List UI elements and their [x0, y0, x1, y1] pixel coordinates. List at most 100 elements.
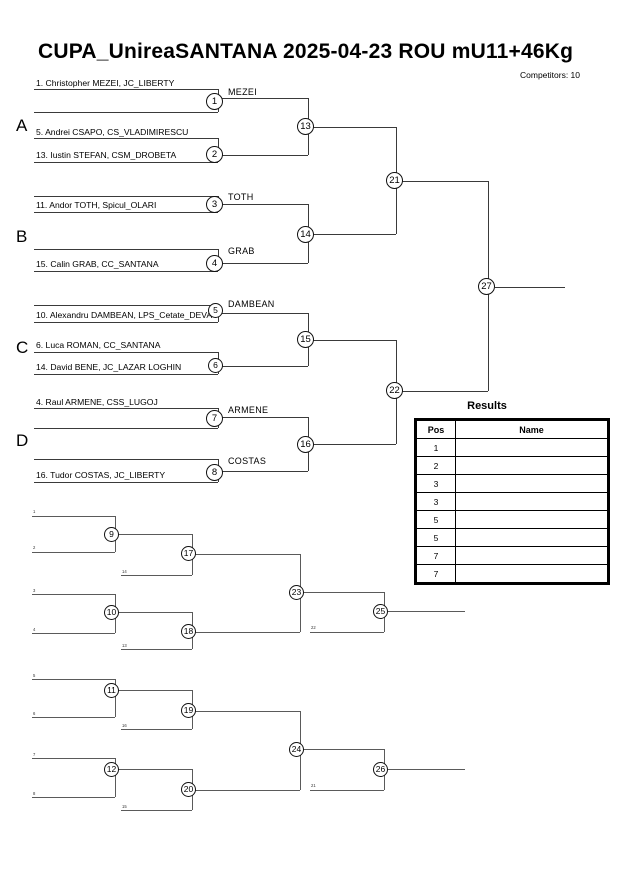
rep-line-12-top: [32, 758, 115, 759]
table-row: 1: [416, 438, 608, 457]
results-name[interactable]: [455, 546, 608, 565]
feed-line-14-bottom: [218, 263, 308, 264]
results-title: Results: [467, 400, 507, 412]
seed-line-c2: [34, 322, 218, 323]
results-name[interactable]: [455, 456, 608, 475]
results-pos: 1: [416, 438, 456, 457]
results-pos: 3: [416, 492, 456, 511]
results-name[interactable]: [455, 564, 608, 583]
winner-label-mezei: MEZEI: [228, 87, 258, 97]
repechage-feed-4: 4: [33, 627, 36, 632]
competitor-14: 14. David BENE, JC_LAZAR LOGHIN: [36, 362, 182, 372]
results-name[interactable]: [455, 510, 608, 529]
match-node-1[interactable]: 1: [206, 93, 223, 110]
repechage-feed-16: 16: [122, 723, 127, 728]
match-node-24[interactable]: 24: [289, 742, 304, 757]
match-node-10[interactable]: 10: [104, 605, 119, 620]
rep-winner-line-25: [388, 611, 465, 612]
competitor-15: 15. Calin GRAB, CC_SANTANA: [36, 259, 159, 269]
match-node-27[interactable]: 27: [478, 278, 495, 295]
match-node-20[interactable]: 20: [181, 782, 196, 797]
results-name[interactable]: [455, 528, 608, 547]
repechage-feed-1: 1: [33, 509, 36, 514]
match-node-25[interactable]: 25: [373, 604, 388, 619]
group-label-b: B: [16, 227, 28, 246]
repechage-feed-2: 2: [33, 545, 36, 550]
match-node-7[interactable]: 7: [206, 410, 223, 427]
rep-line-10-bottom: [32, 633, 115, 634]
table-row: 7: [416, 546, 608, 565]
repechage-feed-14: 14: [122, 569, 127, 574]
repechage-feed-13: 13: [122, 643, 127, 648]
results-table: Pos Name 1 2 3 3: [414, 418, 610, 585]
repechage-feed-8: 8: [33, 791, 36, 796]
seed-line-a4: [34, 162, 218, 163]
results-name[interactable]: [455, 438, 608, 457]
rep-line-26-bottom: [310, 790, 384, 791]
repechage-feed-6: 6: [33, 711, 36, 716]
feed-line-22-bottom: [308, 444, 396, 445]
match-node-18[interactable]: 18: [181, 624, 196, 639]
match-node-13[interactable]: 13: [297, 118, 314, 135]
match-node-15[interactable]: 15: [297, 331, 314, 348]
competitor-13: 13. Iustin STEFAN, CSM_DROBETA: [36, 150, 177, 160]
rep-line-19-top: [115, 690, 192, 691]
feed-line-13-top: [218, 98, 308, 99]
group-label-d: D: [16, 431, 29, 450]
match-node-8[interactable]: 8: [206, 464, 223, 481]
match-node-26[interactable]: 26: [373, 762, 388, 777]
seed-line-a2: [34, 112, 218, 113]
match-node-9[interactable]: 9: [104, 527, 119, 542]
rep-line-23-top: [192, 554, 300, 555]
rep-join-12: [115, 758, 116, 797]
results-pos: 3: [416, 474, 456, 493]
repechage-feed-22: 22: [311, 625, 316, 630]
results-name[interactable]: [455, 492, 608, 511]
table-row: 5: [416, 510, 608, 529]
rep-line-9-bottom: [32, 552, 115, 553]
match-node-4[interactable]: 4: [206, 255, 223, 272]
feed-line-15-top: [218, 313, 308, 314]
match-node-21[interactable]: 21: [386, 172, 403, 189]
match-node-11[interactable]: 11: [104, 683, 119, 698]
rep-line-18-bottom: [121, 649, 192, 650]
results-pos: 2: [416, 456, 456, 475]
competitor-16: 16. Tudor COSTAS, JC_LIBERTY: [36, 470, 166, 480]
rep-line-25-top: [300, 592, 384, 593]
repechage-feed-7: 7: [33, 752, 36, 757]
seed-line-d2: [34, 428, 218, 429]
rep-line-11-bottom: [32, 717, 115, 718]
match-node-23[interactable]: 23: [289, 585, 304, 600]
rep-line-23-bottom: [192, 632, 300, 633]
results-col-pos: Pos: [416, 420, 456, 439]
results-col-name: Name: [455, 420, 608, 439]
match-node-3[interactable]: 3: [206, 196, 223, 213]
match-node-5[interactable]: 5: [208, 303, 223, 318]
match-node-14[interactable]: 14: [297, 226, 314, 243]
rep-line-17-bottom: [121, 575, 192, 576]
competitor-1: 1. Christopher MEZEI, JC_LIBERTY: [36, 78, 175, 88]
rep-line-24-bottom: [192, 790, 300, 791]
rep-line-12-bottom: [32, 797, 115, 798]
feed-line-21-top: [308, 127, 396, 128]
match-node-12[interactable]: 12: [104, 762, 119, 777]
repechage-feed-15: 15: [122, 804, 127, 809]
rep-line-19-bottom: [121, 729, 192, 730]
competitor-11: 11. Andor TOTH, Spicul_OLARI: [36, 200, 157, 210]
match-node-2[interactable]: 2: [206, 146, 223, 163]
seed-line-b4: [34, 271, 218, 272]
rep-line-20-top: [115, 769, 192, 770]
competitors-count: Competitors: 10: [520, 70, 580, 80]
rep-line-25-bottom: [310, 632, 384, 633]
repechage-feed-3: 3: [33, 588, 36, 593]
match-node-17[interactable]: 17: [181, 546, 196, 561]
results-name[interactable]: [455, 474, 608, 493]
rep-winner-line-26: [388, 769, 465, 770]
seed-line-d3: [34, 459, 218, 460]
seed-line-b2: [34, 212, 218, 213]
match-node-22[interactable]: 22: [386, 382, 403, 399]
match-node-19[interactable]: 19: [181, 703, 196, 718]
feed-line-13-bottom: [218, 155, 308, 156]
match-node-16[interactable]: 16: [297, 436, 314, 453]
match-node-6[interactable]: 6: [208, 358, 223, 373]
